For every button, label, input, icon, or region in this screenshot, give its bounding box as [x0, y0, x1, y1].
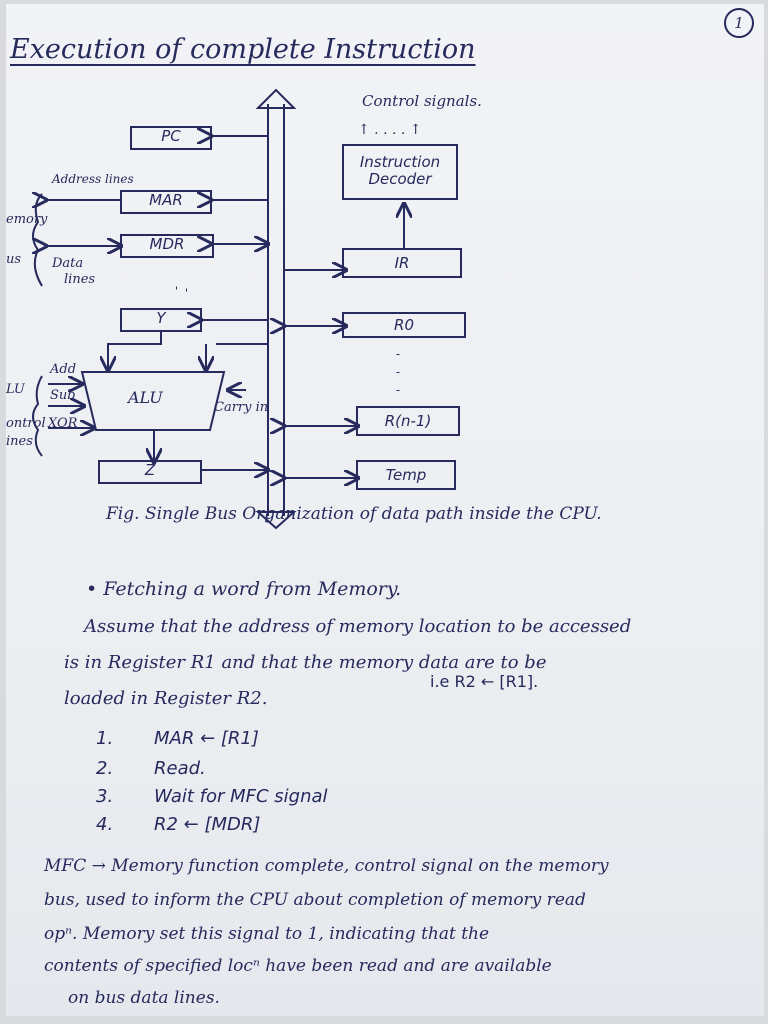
paragraph-ie-note: i.e R2 ← [R1].	[430, 672, 539, 691]
paragraph-line-2: is in Register R1 and that the memory da…	[64, 652, 547, 673]
section-heading: • Fetching a word from Memory.	[86, 578, 402, 600]
step-number: 4.	[96, 814, 114, 835]
step-text: Wait for MFC signal	[154, 786, 328, 807]
step-number: 1.	[96, 728, 114, 749]
notebook-page: 1 Execution of complete Instruction	[6, 4, 764, 1016]
control-signals-label: Control signals.	[362, 92, 482, 110]
figure-caption: Fig. Single Bus Organization of data pat…	[106, 504, 602, 524]
alu-sub-label: Sub	[50, 388, 76, 403]
carry-in-label: Carry in	[214, 400, 269, 415]
pc-register: PC	[130, 126, 212, 150]
alu-control-label-2: ontrol	[6, 416, 46, 431]
step-number: 3.	[96, 786, 114, 807]
memory-bus-label-1: emory	[6, 212, 48, 227]
datapath-diagram	[6, 88, 764, 530]
alu-label: ALU	[128, 388, 163, 407]
alu-control-label-1: LU	[6, 382, 25, 397]
temp-register: Temp	[356, 460, 456, 490]
page-number: 1	[724, 8, 754, 38]
mfc-line-1: MFC → Memory function complete, control …	[44, 856, 609, 876]
alu-shape	[80, 371, 226, 431]
step-text: MAR ← [R1]	[154, 728, 259, 749]
memory-bus-label-2: us	[6, 252, 22, 267]
paragraph-line-3: loaded in Register R2.	[64, 688, 268, 709]
data-lines-label-1: Data	[52, 256, 84, 271]
mdr-register: MDR	[120, 234, 214, 258]
instruction-decoder-box: Instruction Decoder	[342, 144, 458, 200]
step-number: 2.	[96, 758, 114, 779]
page-title: Execution of complete Instruction	[10, 34, 476, 65]
z-register: Z	[98, 460, 202, 484]
r0-register: R0	[342, 312, 466, 338]
ir-register: IR	[342, 248, 462, 278]
step-text: R2 ← [MDR]	[154, 814, 261, 835]
alu-add-label: Add	[50, 362, 77, 377]
alu-xor-label: XOR	[48, 416, 78, 431]
mfc-line-2: bus, used to inform the CPU about comple…	[44, 890, 586, 910]
mfc-line-3: opⁿ. Memory set this signal to 1, indica…	[44, 924, 490, 944]
data-lines-label-2: lines	[64, 272, 96, 287]
system-bus	[267, 104, 285, 516]
mfc-line-5: on bus data lines.	[68, 988, 220, 1008]
alu-control-label-3: ines	[6, 434, 33, 449]
instruction-decoder-label-1: Instruction	[359, 153, 441, 171]
instruction-decoder-label-2: Decoder	[368, 170, 432, 188]
address-lines-label: Address lines	[52, 172, 134, 186]
paragraph-line-1: Assume that the address of memory locati…	[84, 616, 632, 637]
control-signals-arrows: ↑ . . . . ↑	[358, 122, 422, 138]
rn1-register: R(n-1)	[356, 406, 460, 436]
mar-register: MAR	[120, 190, 212, 214]
mfc-line-4: contents of specified locⁿ have been rea…	[44, 956, 552, 976]
step-text: Read.	[154, 758, 206, 779]
y-register: Y	[120, 308, 202, 332]
